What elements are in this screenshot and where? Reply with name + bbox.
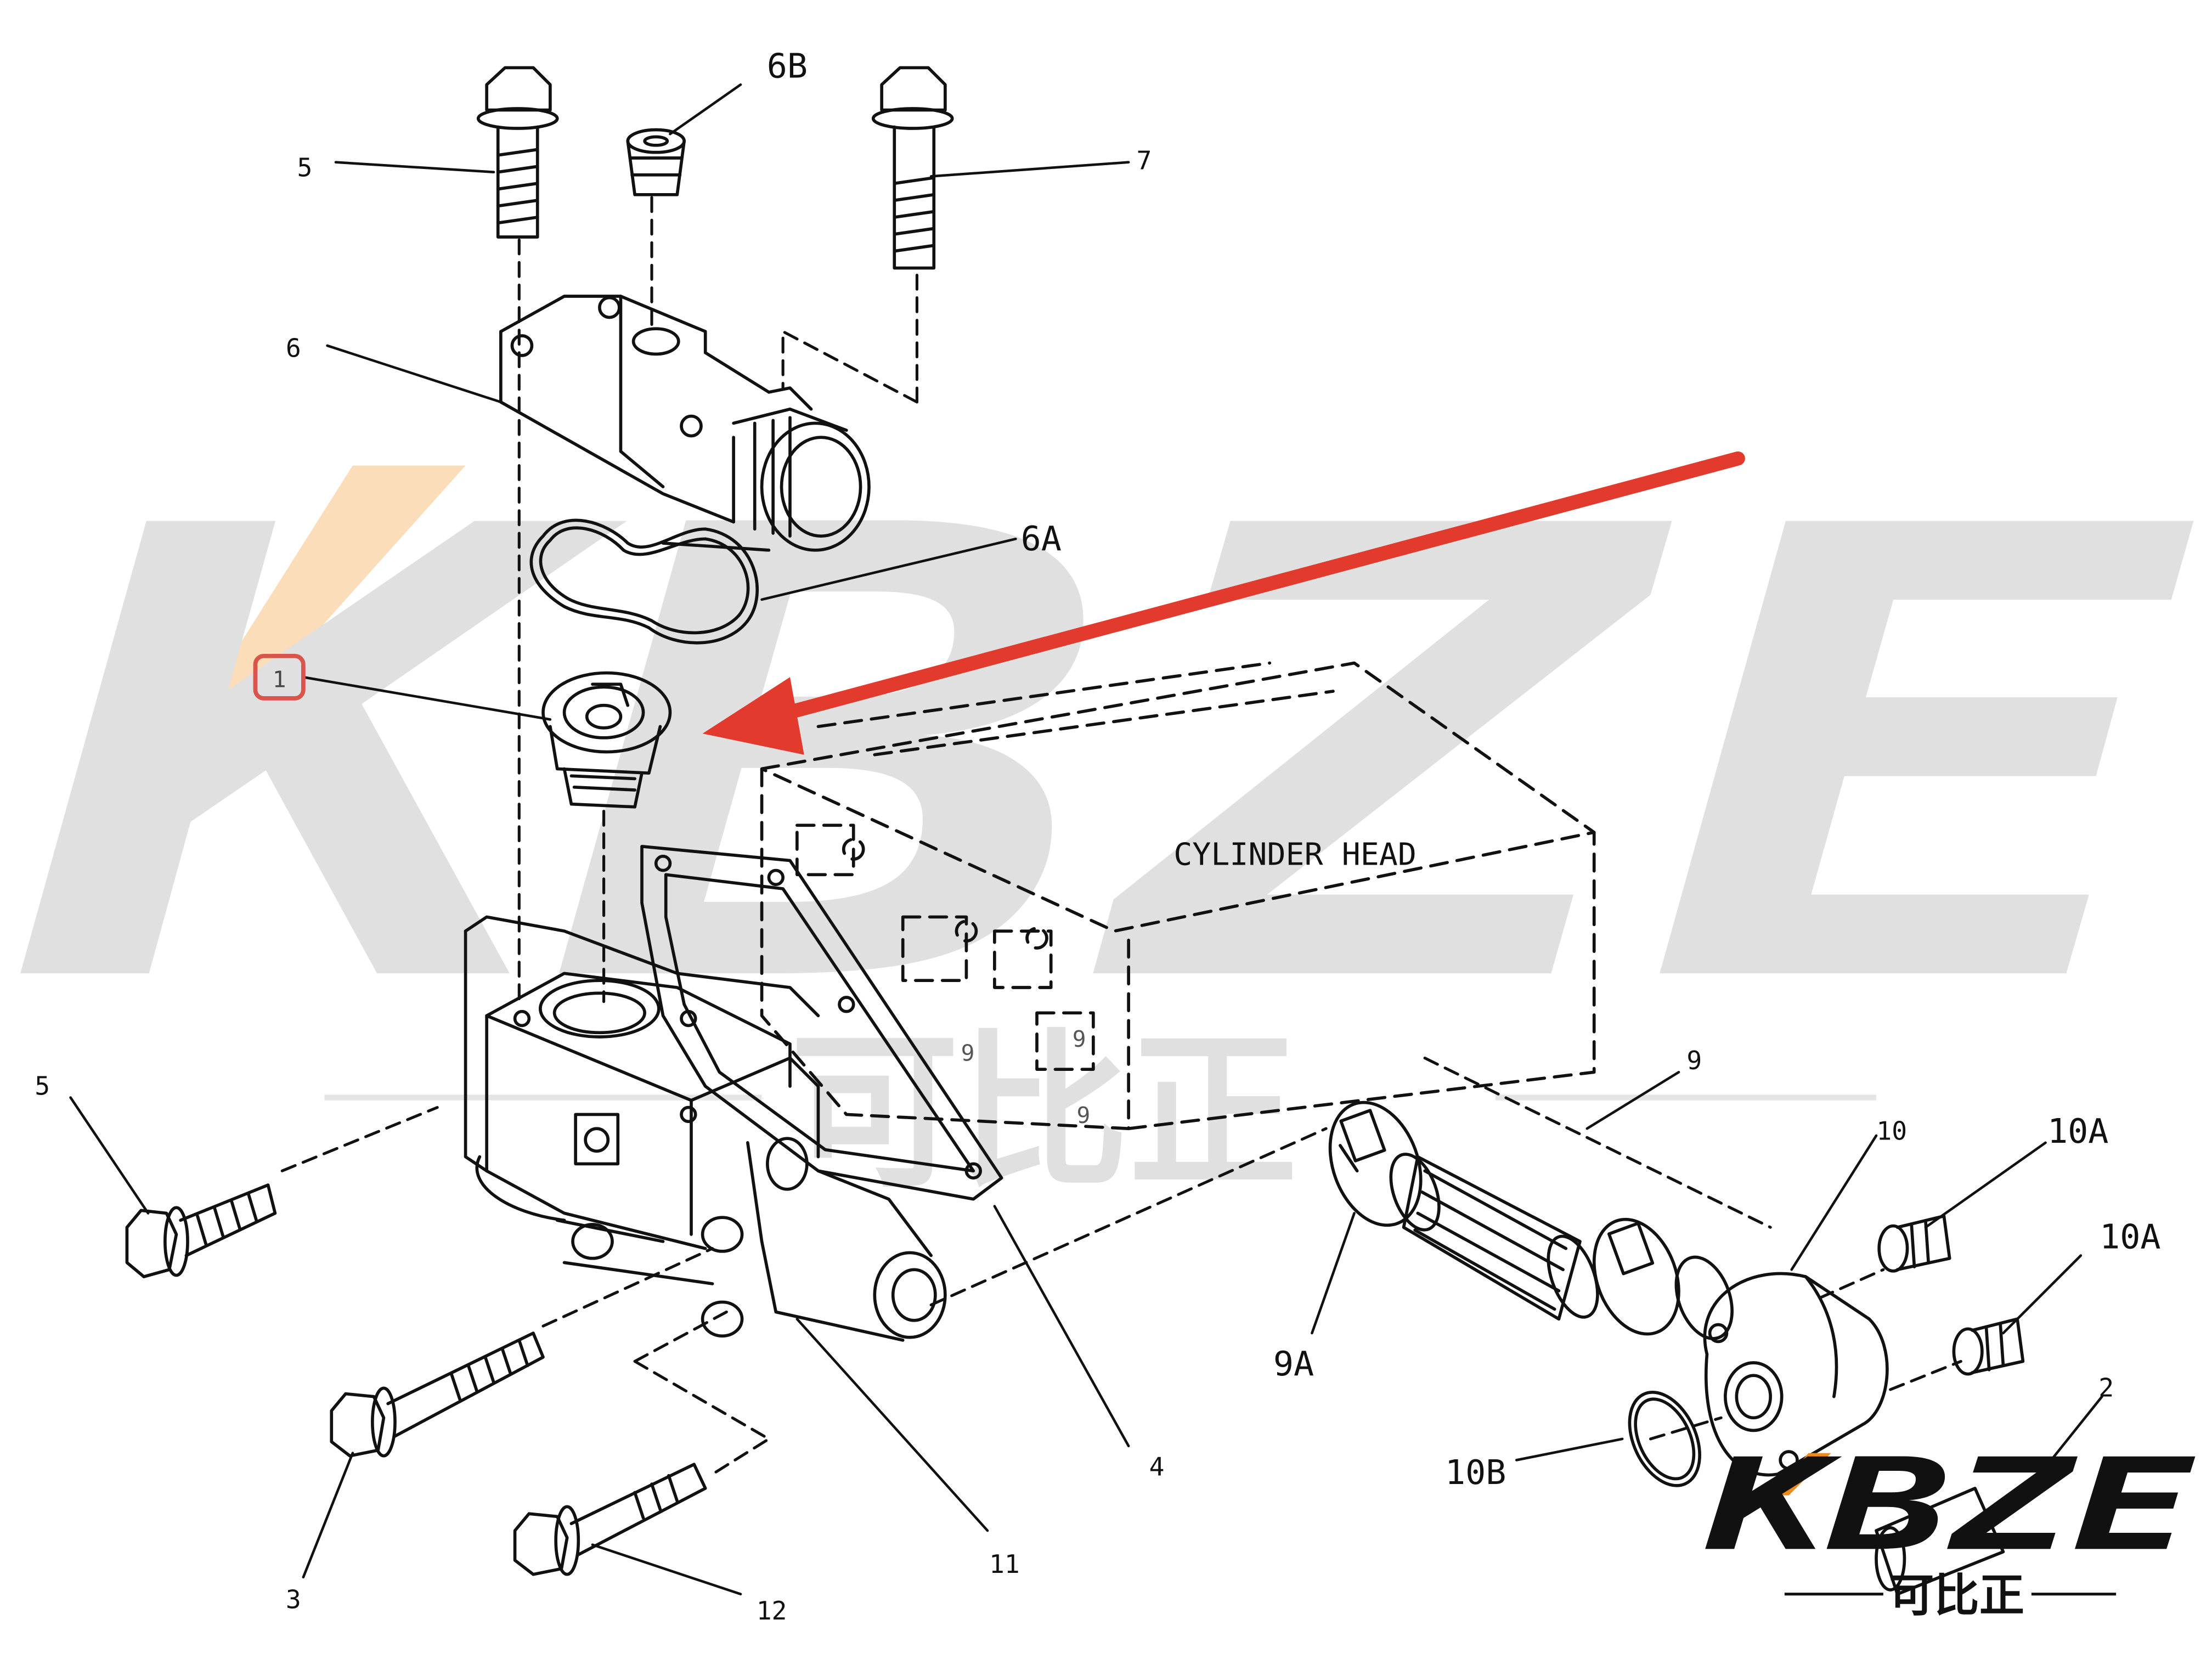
callout-label: 6B xyxy=(767,46,808,86)
region-label-cylinder-head: CYLINDER HEAD xyxy=(1173,836,1417,872)
bolt-3 xyxy=(330,1331,545,1458)
callout-label: 12 xyxy=(757,1596,787,1626)
callout-label: 9A xyxy=(1273,1344,1314,1384)
bolt-icon xyxy=(513,1463,707,1576)
seal-6a xyxy=(529,518,759,645)
callout-label: 9 xyxy=(1686,1046,1702,1075)
thermostat-housing xyxy=(464,915,947,1342)
bolt-icon xyxy=(330,1331,545,1458)
pipe-plug-6b xyxy=(626,128,686,196)
callout-label: 5 xyxy=(35,1071,50,1101)
watermark-subtext: 可比正 xyxy=(790,1014,1298,1211)
callout-label: 3 xyxy=(286,1584,301,1614)
callout-label: 10 xyxy=(1876,1116,1907,1146)
thermostat-icon xyxy=(541,671,672,809)
bolt-12 xyxy=(513,1463,707,1576)
water-outlet-elbow-6 xyxy=(499,295,871,552)
bolt-icon xyxy=(871,66,954,270)
bolt-icon xyxy=(125,1183,277,1278)
hose-clamp-right xyxy=(1592,1217,1680,1336)
callout-label: 10B xyxy=(1445,1453,1506,1492)
pipe-plug-icon xyxy=(626,128,686,196)
callout-1-highlight-box xyxy=(253,653,306,701)
leader-lines xyxy=(69,83,2103,1596)
callout-label: 2 xyxy=(2098,1373,2114,1403)
hose-clamp-icon xyxy=(1328,1101,1423,1227)
kbze-logo: KBZE 可比正 xyxy=(1705,1431,2196,1622)
fitting-2 xyxy=(1875,1487,2005,1596)
bolt-icon xyxy=(476,66,559,239)
elbow-10 xyxy=(1674,1255,1889,1477)
pipe-plug-icon xyxy=(1877,1214,1951,1273)
logo-accent xyxy=(1770,1453,1831,1496)
callout-label: 9 xyxy=(1076,1102,1090,1128)
callout-label: 6A xyxy=(1021,519,1062,558)
callout-labels: 1 2 3 4 5 5 6 6A 6B 7 9 9 9 9 9A 10 10A … xyxy=(35,46,2160,1626)
thermostat-1 xyxy=(541,671,672,809)
o-ring-10b xyxy=(1628,1391,1701,1487)
watermark-text: KBZE xyxy=(14,397,2207,1120)
pipe-plug-10a-upper xyxy=(1877,1214,1951,1273)
watermark: KBZE 可比正 xyxy=(14,397,2207,1211)
bolt-5-left xyxy=(125,1183,277,1278)
assembly-centerlines xyxy=(280,196,1962,1476)
callout-label: 10A xyxy=(2047,1111,2108,1151)
arrow-shaft xyxy=(766,451,1745,724)
bolt-7 xyxy=(871,66,954,270)
callout-label: 10A xyxy=(2100,1217,2160,1257)
callout-label: 1 xyxy=(273,666,286,692)
hose-icon xyxy=(1389,1153,1599,1321)
callout-label: 7 xyxy=(1136,146,1152,176)
thermostat-housing-icon xyxy=(464,915,947,1342)
callout-label: 5 xyxy=(297,153,312,182)
cylinder-head xyxy=(760,661,1596,1130)
callout-label: 6 xyxy=(286,334,301,363)
logo-subtext: 可比正 xyxy=(1889,1570,2024,1622)
highlight-arrow xyxy=(702,451,1745,755)
hose-clamp-9a xyxy=(1328,1101,1423,1227)
arrow-head xyxy=(702,677,804,755)
pipe-plug-icon xyxy=(1952,1317,2025,1376)
callout-label: 4 xyxy=(1149,1452,1165,1482)
bolt-5-top xyxy=(476,66,559,239)
callout-label: 9 xyxy=(1073,1026,1086,1052)
callout-label: 11 xyxy=(989,1549,1020,1579)
logo-text: KBZE xyxy=(1705,1431,2196,1579)
pipe-plug-10a-lower xyxy=(1952,1317,2025,1376)
elbow-icon xyxy=(1674,1255,1889,1477)
hose-9 xyxy=(1389,1153,1599,1321)
callout-label: 9 xyxy=(961,1040,975,1066)
hose-clamp-icon xyxy=(1592,1217,1680,1336)
